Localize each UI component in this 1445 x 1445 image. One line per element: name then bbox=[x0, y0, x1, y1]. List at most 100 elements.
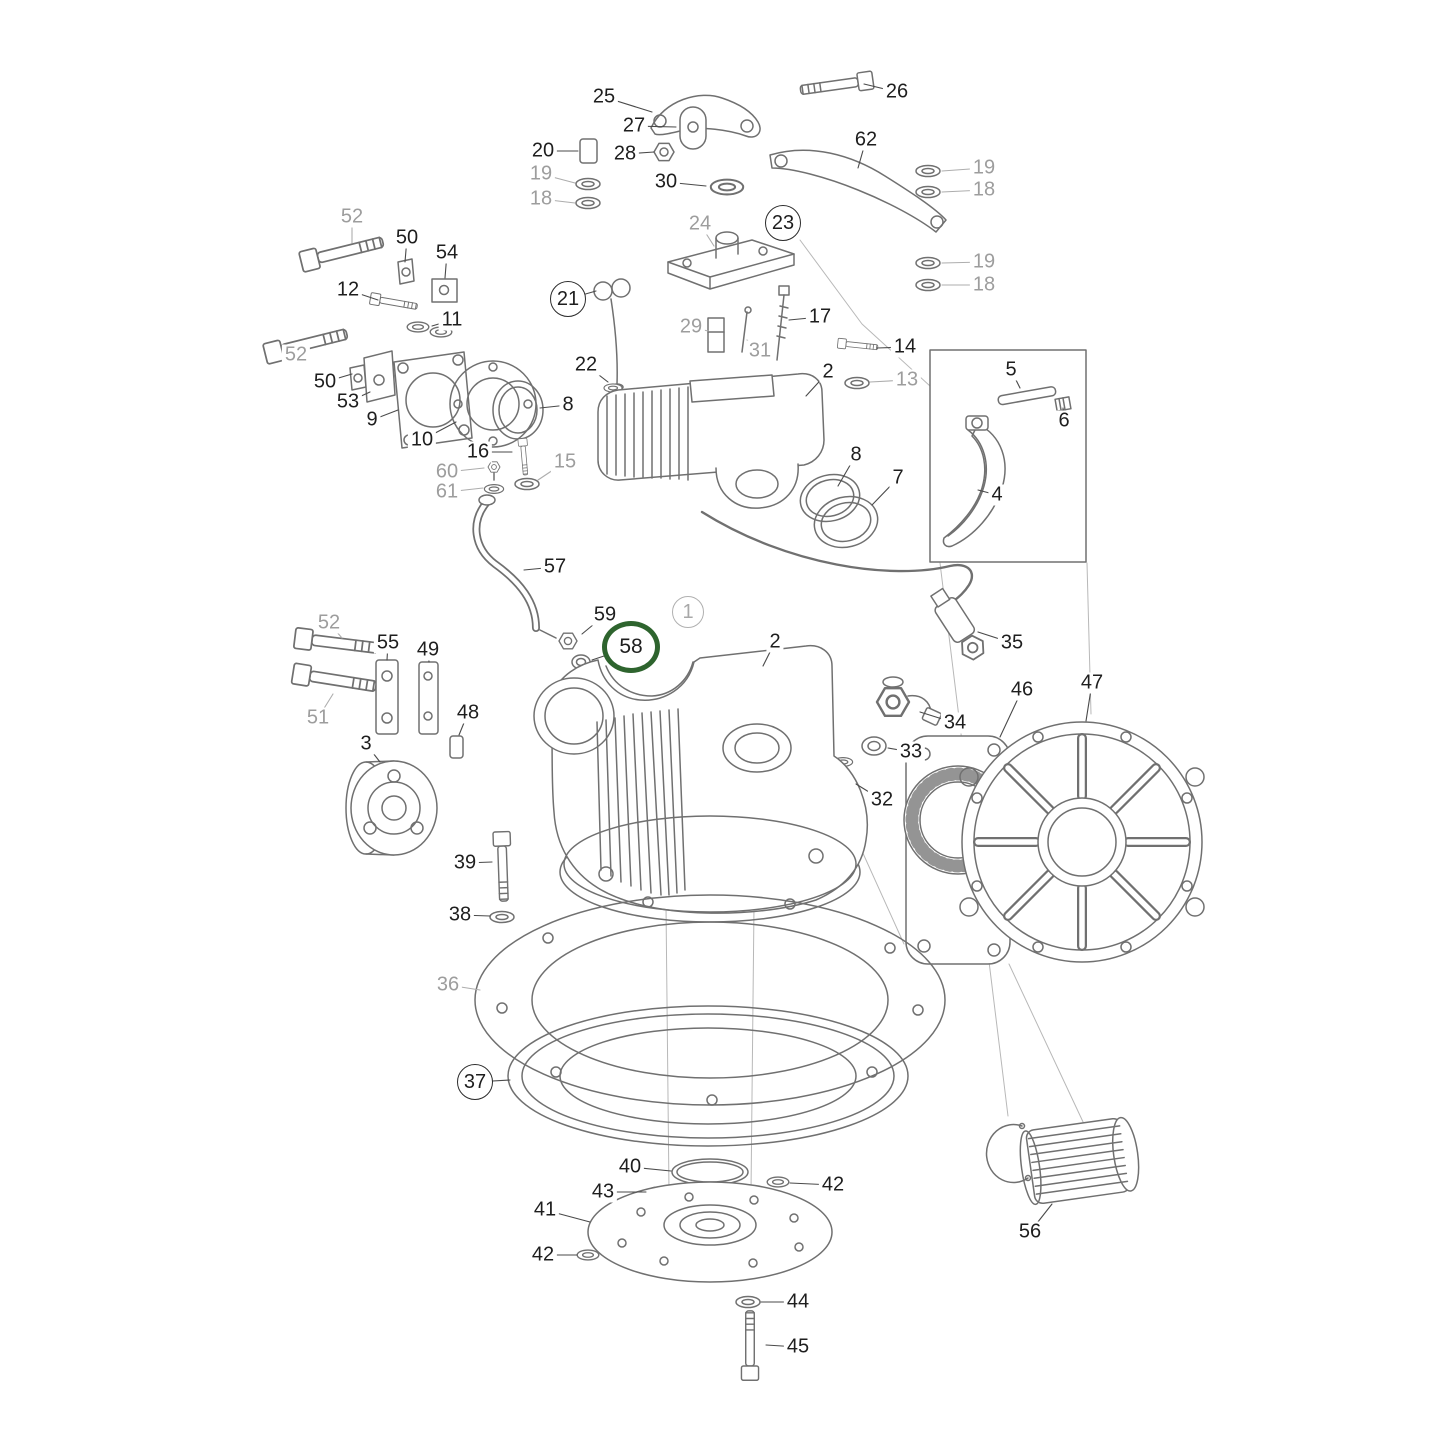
part-label-38-61[interactable]: 38 bbox=[445, 904, 475, 926]
part-label-28-3[interactable]: 28 bbox=[610, 143, 640, 165]
part-label-11-19[interactable]: 11 bbox=[438, 309, 466, 331]
part-4-fork bbox=[942, 415, 1006, 548]
part-52-bolt bbox=[297, 230, 387, 274]
part-59-fitting bbox=[539, 629, 578, 650]
part-label-58-45[interactable]: 58 bbox=[602, 621, 660, 673]
part-49-plate bbox=[418, 661, 439, 735]
part-label-59-44[interactable]: 59 bbox=[590, 604, 620, 626]
part-label-26-1[interactable]: 26 bbox=[882, 81, 912, 103]
part-19-washer bbox=[915, 256, 941, 270]
part-label-8-33[interactable]: 8 bbox=[559, 394, 577, 416]
part-label-48-53[interactable]: 48 bbox=[453, 702, 483, 724]
part-label-2-47[interactable]: 2 bbox=[766, 631, 784, 653]
part-label-36-62[interactable]: 36 bbox=[433, 974, 463, 996]
part-label-24-11[interactable]: 24 bbox=[685, 213, 715, 235]
part-48-spacer bbox=[449, 735, 464, 759]
part-label-19-5[interactable]: 19 bbox=[526, 163, 556, 185]
part-label-41-67[interactable]: 41 bbox=[530, 1199, 560, 1221]
part-label-43-65[interactable]: 43 bbox=[588, 1181, 618, 1203]
part-label-49-51[interactable]: 49 bbox=[413, 639, 443, 661]
part-label-7-41[interactable]: 7 bbox=[889, 467, 907, 489]
part-53-bracket bbox=[363, 350, 396, 403]
part-label-23-12[interactable]: 23 bbox=[765, 205, 801, 241]
part-label-6-27[interactable]: 6 bbox=[1055, 410, 1073, 432]
part-label-29-21[interactable]: 29 bbox=[676, 316, 706, 338]
part-label-16-36[interactable]: 16 bbox=[463, 441, 493, 463]
part-2-lower-housing bbox=[533, 644, 868, 923]
part-label-30-7[interactable]: 30 bbox=[651, 171, 681, 193]
part-label-40-64[interactable]: 40 bbox=[615, 1156, 645, 1178]
part-label-42-66[interactable]: 42 bbox=[818, 1174, 848, 1196]
part-label-56-71[interactable]: 56 bbox=[1015, 1221, 1045, 1243]
part-label-13-25[interactable]: 13 bbox=[892, 369, 922, 391]
part-label-14-24[interactable]: 14 bbox=[890, 336, 920, 358]
part-label-57-43[interactable]: 57 bbox=[540, 556, 570, 578]
part-label-21-20[interactable]: 21 bbox=[550, 281, 586, 317]
part-label-27-2[interactable]: 27 bbox=[619, 115, 649, 137]
part-label-44-69[interactable]: 44 bbox=[783, 1291, 813, 1313]
part-label-22-34[interactable]: 22 bbox=[571, 354, 601, 376]
part-label-12-18[interactable]: 12 bbox=[333, 279, 363, 301]
part-label-35-48[interactable]: 35 bbox=[997, 632, 1027, 654]
part-label-61-39[interactable]: 61 bbox=[432, 481, 462, 503]
part-24-bracket-plate bbox=[667, 231, 795, 290]
part-label-62-8[interactable]: 62 bbox=[851, 129, 881, 151]
part-19-washer bbox=[575, 177, 601, 191]
part-label-8-40[interactable]: 8 bbox=[847, 444, 865, 466]
part-label-51-52[interactable]: 51 bbox=[303, 707, 333, 729]
part-label-18-10[interactable]: 18 bbox=[969, 179, 999, 201]
part-label-33-56[interactable]: 33 bbox=[896, 741, 926, 763]
part-label-18-14[interactable]: 18 bbox=[969, 274, 999, 296]
part-label-17-23[interactable]: 17 bbox=[805, 306, 835, 328]
part-label-18-6[interactable]: 18 bbox=[526, 188, 556, 210]
part-36-gasket bbox=[474, 894, 946, 1106]
part-19-washer bbox=[915, 164, 941, 178]
part-50-clamp bbox=[349, 364, 367, 391]
cable-line bbox=[700, 510, 974, 608]
part-label-50-16[interactable]: 50 bbox=[392, 227, 422, 249]
part-label-32-59[interactable]: 32 bbox=[867, 789, 897, 811]
part-label-19-13[interactable]: 19 bbox=[969, 251, 999, 273]
part-label-10-32[interactable]: 10 bbox=[407, 429, 437, 451]
part-label-42-68[interactable]: 42 bbox=[528, 1244, 558, 1266]
part-label-46-57[interactable]: 46 bbox=[1007, 679, 1037, 701]
part-20-spacer bbox=[579, 138, 598, 164]
part-label-53-30[interactable]: 53 bbox=[333, 391, 363, 413]
part-label-1-46[interactable]: 1 bbox=[672, 596, 704, 628]
part-label-52-49[interactable]: 52 bbox=[314, 612, 344, 634]
part-31-pin bbox=[741, 306, 752, 353]
part-label-19-9[interactable]: 19 bbox=[969, 157, 999, 179]
part-label-55-50[interactable]: 55 bbox=[373, 632, 403, 654]
detail-box bbox=[929, 349, 1087, 563]
part-label-9-31[interactable]: 9 bbox=[363, 409, 381, 431]
part-7-seal-ring bbox=[813, 495, 879, 549]
part-label-34-55[interactable]: 34 bbox=[940, 712, 970, 734]
part-label-2-35[interactable]: 2 bbox=[819, 361, 837, 383]
part-34-valve bbox=[875, 676, 942, 726]
part-label-39-60[interactable]: 39 bbox=[450, 852, 480, 874]
part-label-47-58[interactable]: 47 bbox=[1077, 672, 1107, 694]
part-label-20-4[interactable]: 20 bbox=[528, 140, 558, 162]
part-label-60-38[interactable]: 60 bbox=[432, 461, 462, 483]
part-label-5-26[interactable]: 5 bbox=[1002, 359, 1020, 381]
part-label-54-17[interactable]: 54 bbox=[432, 242, 462, 264]
part-label-4-42[interactable]: 4 bbox=[988, 484, 1006, 506]
part-8-seal-ring bbox=[799, 473, 861, 523]
part-label-15-37[interactable]: 15 bbox=[550, 451, 580, 473]
part-6-sleeve bbox=[1054, 396, 1072, 412]
part-51-bolt bbox=[290, 662, 379, 698]
part-label-3-54[interactable]: 3 bbox=[357, 733, 375, 755]
part-label-25-0[interactable]: 25 bbox=[589, 86, 619, 108]
part-label-37-63[interactable]: 37 bbox=[457, 1064, 493, 1100]
part-label-31-22[interactable]: 31 bbox=[745, 340, 775, 362]
part-35-fitting bbox=[930, 587, 990, 664]
part-label-50-29[interactable]: 50 bbox=[310, 371, 340, 393]
part-label-52-15[interactable]: 52 bbox=[337, 206, 367, 228]
part-56-splined-shaft bbox=[1019, 1116, 1140, 1206]
part-label-52-28[interactable]: 52 bbox=[281, 344, 311, 366]
part-label-45-70[interactable]: 45 bbox=[783, 1336, 813, 1358]
part-39-bolt bbox=[492, 830, 514, 903]
part-55-plate bbox=[375, 659, 399, 735]
